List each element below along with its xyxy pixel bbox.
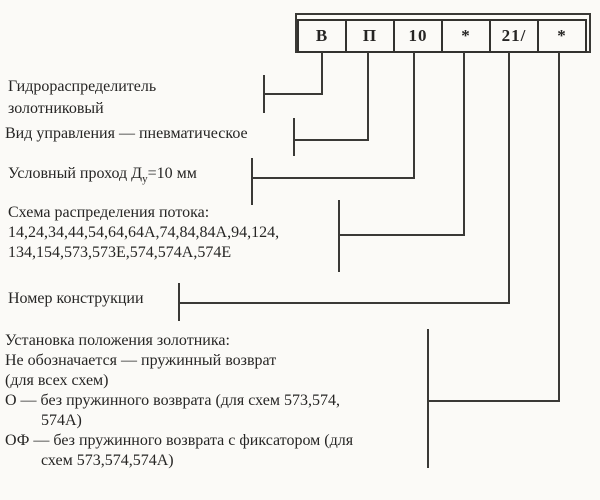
connector-drop-line xyxy=(508,52,510,304)
label-hydro-distributor: Гидрораспределитель золотниковый xyxy=(8,78,157,117)
code-box-spool: * xyxy=(537,19,587,53)
connector-end-tick xyxy=(427,329,429,468)
connector-end-tick xyxy=(178,283,180,321)
label-construction-number: Номер конструкции xyxy=(8,290,144,307)
code-box-schema: * xyxy=(441,19,491,53)
label-nominal-bore-subscript: у xyxy=(142,173,148,186)
connector-horizontal-line xyxy=(427,400,560,402)
label-nominal-bore-suffix: =10 мм xyxy=(147,165,197,182)
label-control-type: Вид управления — пневматическое xyxy=(5,125,248,142)
connector-drop-line xyxy=(463,52,465,236)
connector-horizontal-line xyxy=(178,302,510,304)
connector-drop-line xyxy=(558,52,560,402)
connector-end-tick xyxy=(338,200,340,272)
code-box-number: 21/ xyxy=(489,19,539,53)
connector-end-tick xyxy=(263,75,265,113)
label-nominal-bore-prefix: Условный проход Д xyxy=(8,165,143,182)
connector-horizontal-line xyxy=(263,93,323,95)
connector-end-tick xyxy=(293,118,295,156)
connector-drop-line xyxy=(367,52,369,141)
connector-drop-line xyxy=(321,52,323,95)
label-nominal-bore: Условный проход Ду=10 мм xyxy=(8,164,197,186)
label-flow-schema: Схема распределения потока: 14,24,34,44,… xyxy=(8,204,280,261)
code-box-series: В xyxy=(297,19,347,53)
connector-horizontal-line xyxy=(251,177,415,179)
connector-drop-line xyxy=(413,52,415,179)
connector-horizontal-line xyxy=(338,234,465,236)
code-box-control: П xyxy=(345,19,395,53)
code-row: В П 10 * 21/ * xyxy=(297,19,587,53)
connector-horizontal-line xyxy=(293,139,369,141)
label-spool-position: Установка положения золотника: Не обозна… xyxy=(5,332,354,469)
connector-end-tick xyxy=(251,158,253,205)
code-box-bore: 10 xyxy=(393,19,443,53)
